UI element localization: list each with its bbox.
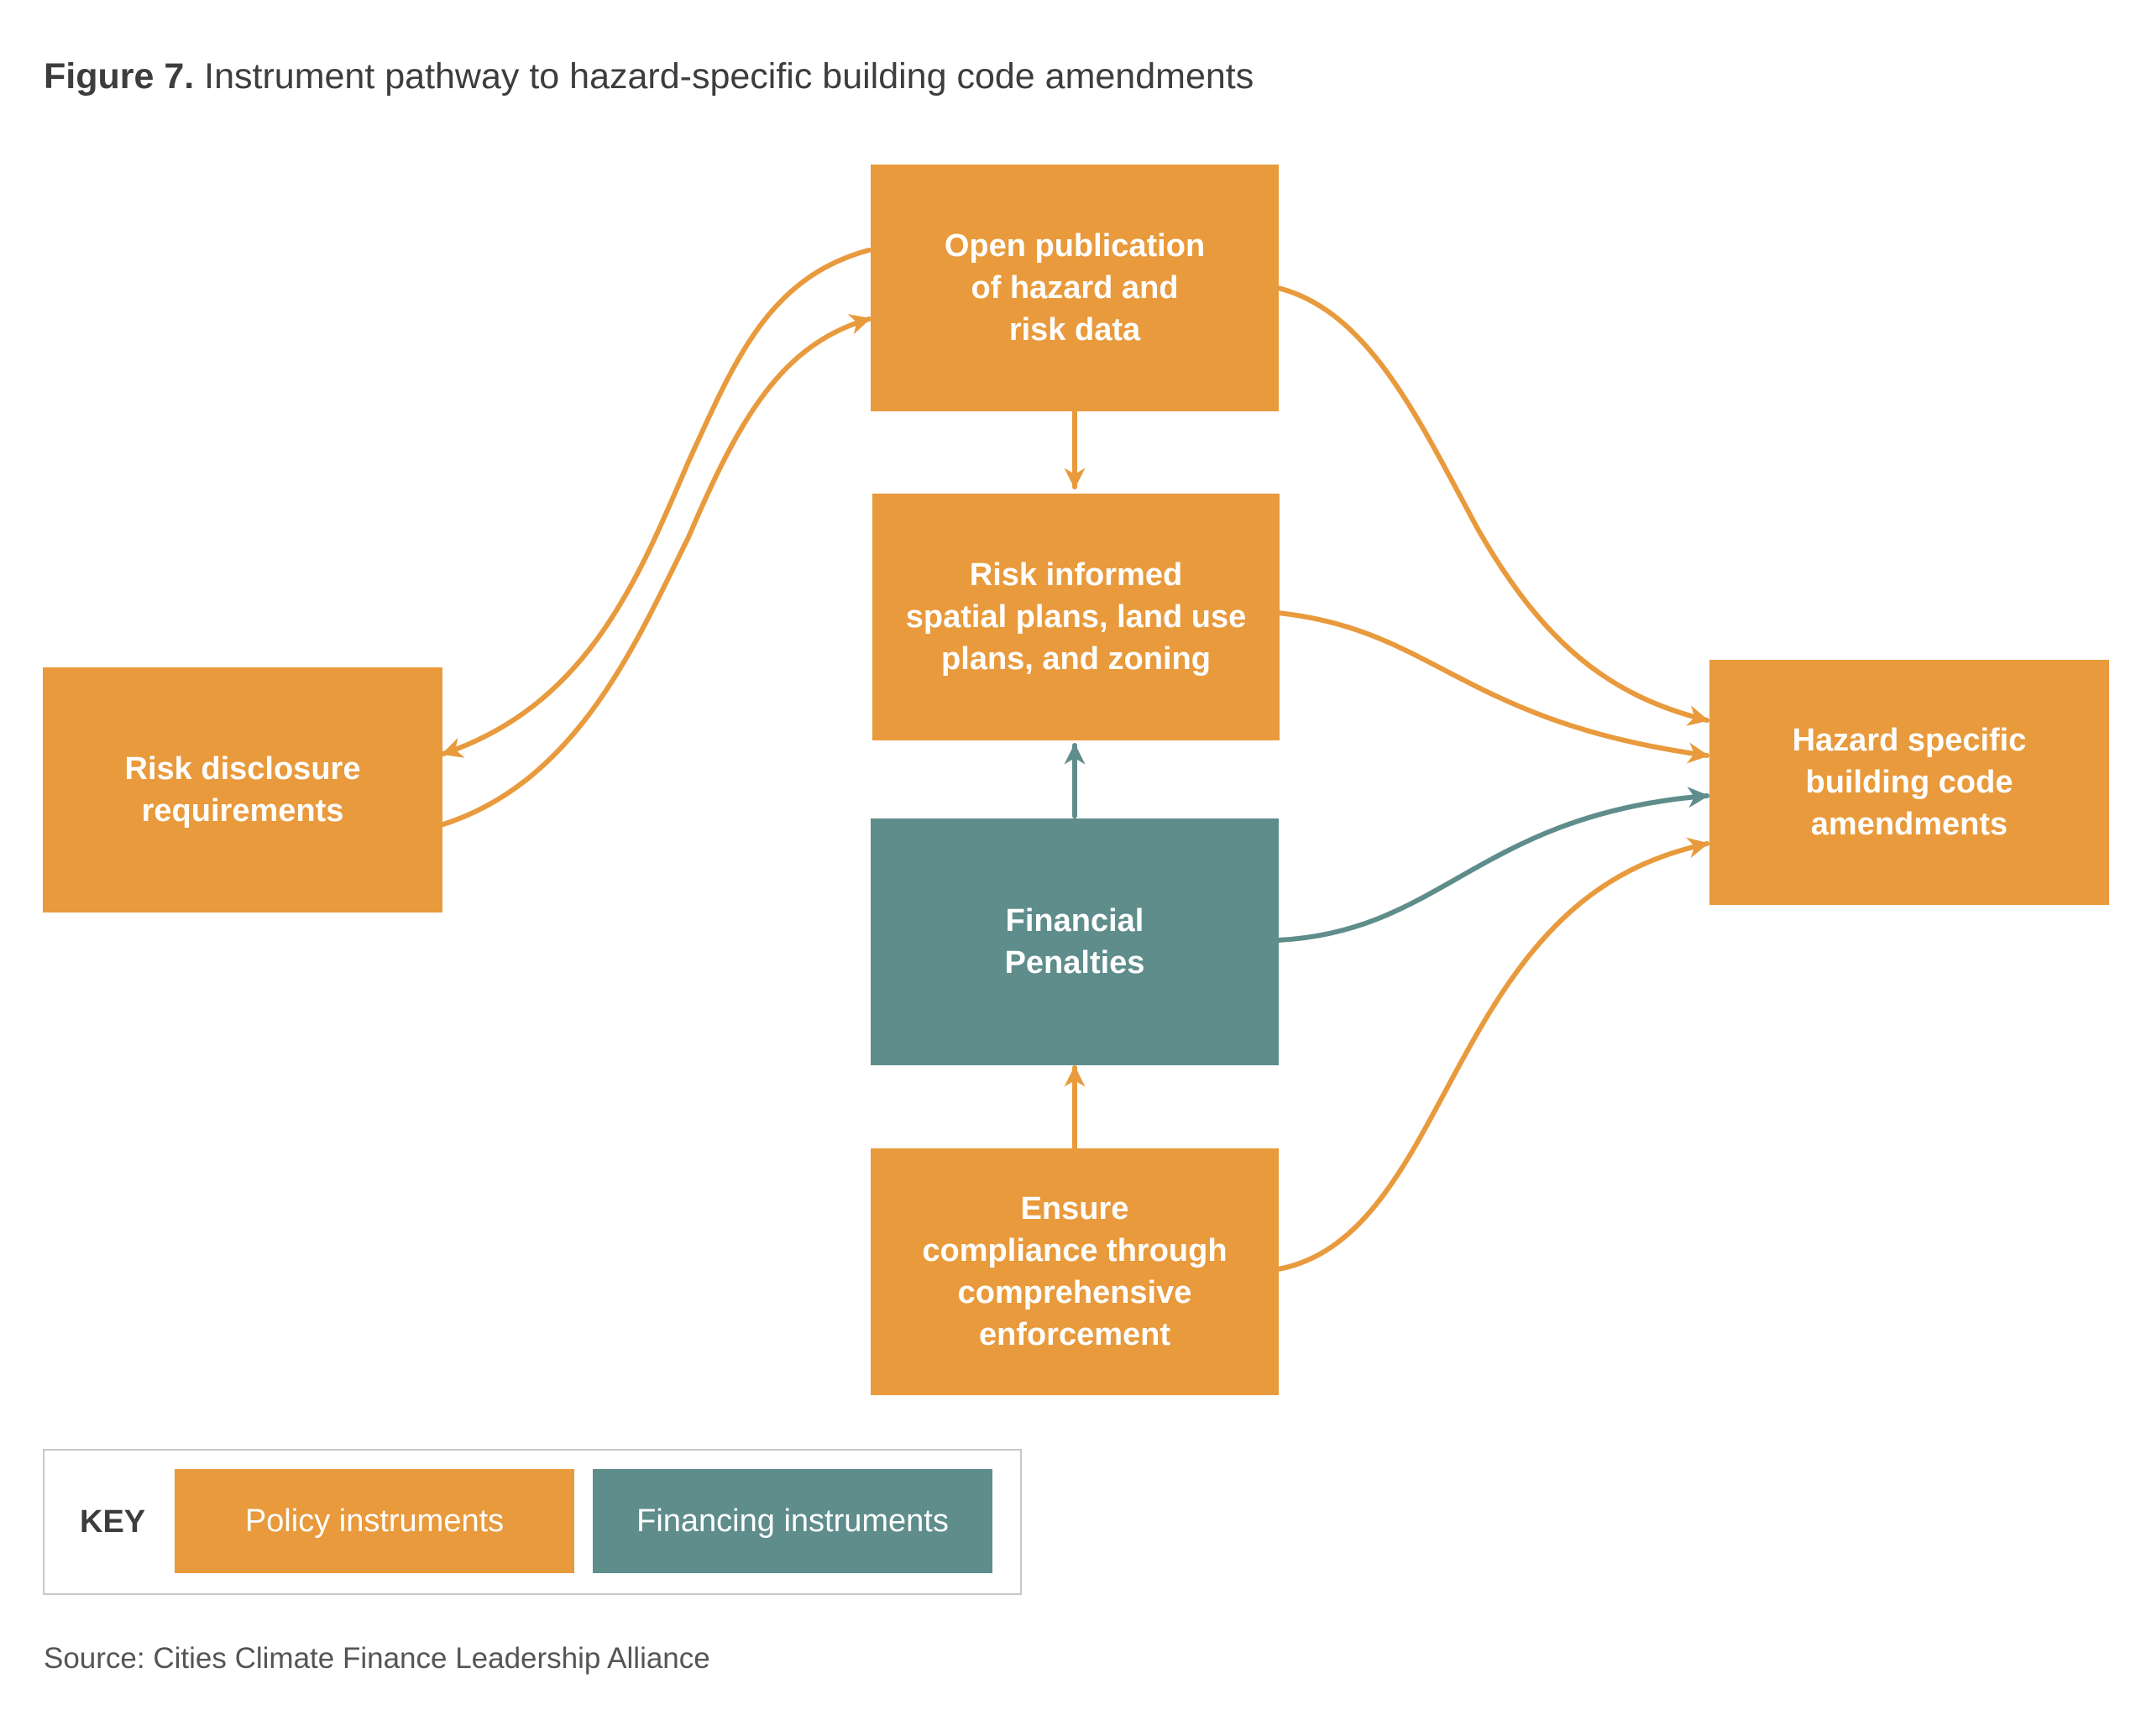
node-line: Penalties	[1004, 945, 1145, 980]
figure-title-text: Instrument pathway to hazard-specific bu…	[204, 56, 1254, 97]
edge-risk-informed-to-hazard-specific	[1275, 610, 1709, 764]
edge-ensure-compliance-to-hazard-specific	[1275, 837, 1709, 1272]
legend-key: KEY Policy instruments Financing instrum…	[43, 1449, 1022, 1595]
node-line: enforcement	[978, 1317, 1171, 1352]
legend-title: KEY	[80, 1503, 146, 1540]
node-line: Risk disclosure	[124, 751, 361, 787]
node-line: Hazard specific	[1792, 723, 2027, 758]
node-risk-informed-plans: Risk informed spatial plans, land use pl…	[872, 494, 1280, 740]
node-line: Financial	[1005, 903, 1144, 939]
node-line: risk data	[1008, 312, 1141, 348]
node-line: compliance through	[922, 1233, 1228, 1268]
legend-financing-instruments: Financing instruments	[593, 1469, 992, 1573]
node-line: of hazard and	[971, 270, 1179, 306]
edge-open-publication-to-risk-disclosure	[441, 248, 872, 758]
figure-title: Figure 7. Instrument pathway to hazard-s…	[44, 55, 1254, 99]
node-ensure-compliance: Ensure compliance through comprehensive …	[871, 1148, 1279, 1395]
node-line: comprehensive	[957, 1275, 1192, 1310]
legend-policy-instruments: Policy instruments	[175, 1469, 574, 1573]
edge-open-publication-to-hazard-specific	[1275, 285, 1709, 726]
node-line: Ensure	[1020, 1191, 1129, 1226]
source-note: Source: Cities Climate Finance Leadershi…	[44, 1642, 710, 1675]
node-line: building code	[1805, 765, 2013, 800]
edge-risk-disclosure-to-open-publication	[441, 314, 872, 827]
node-line: spatial plans, land use	[905, 599, 1247, 635]
node-line: Risk informed	[969, 557, 1183, 593]
edge-financial-penalties-to-hazard-specific	[1275, 787, 1709, 943]
node-hazard-specific-amendments: Hazard specific building code amendments	[1709, 660, 2109, 905]
node-line: Open publication	[944, 228, 1206, 264]
node-line: plans, and zoning	[941, 641, 1211, 677]
node-risk-disclosure: Risk disclosure requirements	[43, 667, 442, 912]
figure-label: Figure 7.	[44, 56, 195, 97]
node-open-publication: Open publication of hazard and risk data	[871, 165, 1279, 411]
node-financial-penalties: Financial Penalties	[871, 818, 1279, 1065]
node-line: amendments	[1810, 807, 2008, 842]
node-line: requirements	[141, 793, 344, 829]
